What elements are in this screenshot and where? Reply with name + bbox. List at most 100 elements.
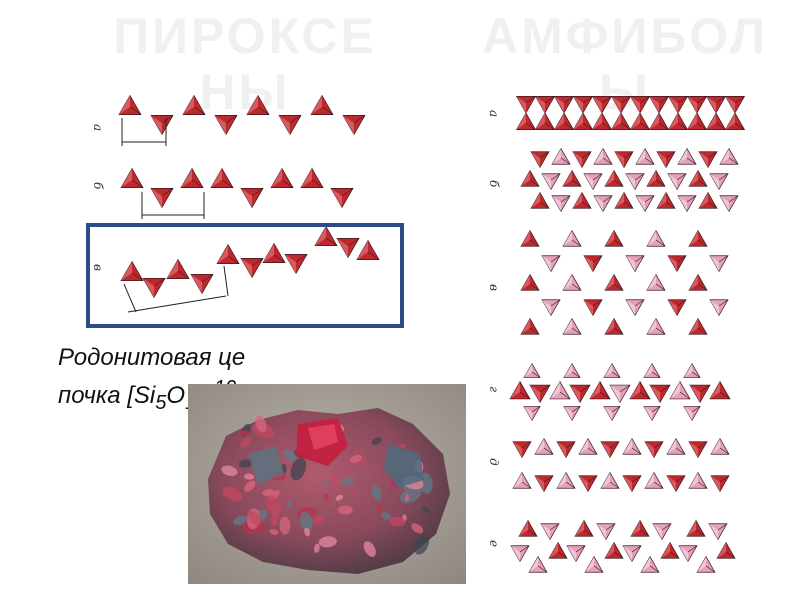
- tetrahedron: [214, 114, 238, 136]
- tetrahedron: [593, 195, 613, 213]
- tetrahedron: [600, 441, 620, 459]
- tetrahedron: [667, 255, 687, 273]
- tetrahedron: [709, 299, 729, 317]
- tetrahedron: [512, 441, 532, 459]
- tetrahedron: [648, 112, 670, 130]
- tetrahedron: [583, 255, 603, 273]
- tetrahedron: [520, 273, 540, 291]
- tetrahedron: [270, 167, 294, 189]
- tetrahedron: [578, 475, 598, 493]
- pyroxene-label-a: а: [91, 124, 105, 131]
- tetrahedron: [709, 173, 729, 191]
- pyroxenes-heading: ПИРОКСЕНЫ: [113, 8, 377, 120]
- tetrahedron: [262, 242, 286, 264]
- tetrahedron: [622, 545, 642, 563]
- tetrahedron: [563, 362, 581, 378]
- pyroxene-chain-b: [120, 167, 354, 219]
- tetrahedron: [246, 94, 270, 116]
- tetrahedron: [688, 169, 708, 187]
- tetrahedron: [688, 441, 708, 459]
- tetrahedron: [686, 96, 708, 114]
- tetrahedron: [667, 173, 687, 191]
- amphibole-label-e: д: [487, 458, 501, 466]
- tetrahedron: [572, 151, 592, 169]
- amphibole-ribbon-a: [515, 96, 746, 130]
- tetrahedron: [698, 191, 718, 209]
- tetrahedron: [515, 96, 537, 114]
- amphibole-label-c: в: [487, 284, 501, 291]
- tetrahedron: [518, 519, 538, 537]
- tetrahedron: [646, 169, 666, 187]
- amphibole-label-a: а: [487, 110, 501, 117]
- tetrahedron: [530, 191, 550, 209]
- tetrahedron: [603, 406, 621, 422]
- tetrahedron: [589, 380, 611, 400]
- tetrahedron: [708, 523, 728, 541]
- tetrahedron: [667, 96, 689, 114]
- tetrahedron: [646, 317, 666, 335]
- tetrahedron: [710, 475, 730, 493]
- tetrahedron: [604, 273, 624, 291]
- tetrahedron: [643, 406, 661, 422]
- tetrahedron: [356, 239, 380, 261]
- tetrahedron: [640, 555, 660, 573]
- tetrahedron: [523, 362, 541, 378]
- tetrahedron: [604, 229, 624, 247]
- tetrahedron: [534, 437, 554, 455]
- tetrahedron: [698, 151, 718, 169]
- tetrahedron: [563, 406, 581, 422]
- tetrahedron: [572, 112, 594, 130]
- pyroxene-label-c: в: [91, 264, 105, 271]
- tetrahedron: [534, 96, 556, 114]
- tetrahedron: [625, 255, 645, 273]
- tetrahedron: [686, 112, 708, 130]
- tetrahedron: [656, 191, 676, 209]
- tetrahedron: [600, 471, 620, 489]
- tetrahedron: [534, 475, 554, 493]
- tetrahedron: [646, 229, 666, 247]
- tetrahedron: [629, 112, 651, 130]
- pyroxene-label-b: б: [91, 182, 105, 190]
- amphibole-ribbon-e: [512, 437, 730, 493]
- tetrahedron: [520, 169, 540, 187]
- tetrahedron: [578, 437, 598, 455]
- tetrahedron: [688, 273, 708, 291]
- amphibole-ribbon-c: [520, 229, 729, 335]
- tetrahedron: [696, 555, 716, 573]
- tetrahedron: [648, 96, 670, 114]
- tetrahedron: [716, 541, 736, 559]
- tetrahedron: [553, 112, 575, 130]
- tetrahedron: [190, 273, 214, 295]
- tetrahedron: [625, 173, 645, 191]
- tetrahedron: [572, 191, 592, 209]
- tetrahedron: [562, 229, 582, 247]
- tetrahedron: [635, 147, 655, 165]
- tetrahedron: [666, 475, 686, 493]
- pyroxene-chain-c: [120, 225, 380, 313]
- pyroxene-chain-a: [118, 94, 366, 146]
- caption-name: Родонитовая цепочка: [58, 344, 246, 409]
- tetrahedron: [719, 147, 739, 165]
- tetrahedron: [551, 147, 571, 165]
- tetrahedron: [683, 362, 701, 378]
- tetrahedron: [705, 96, 727, 114]
- formula-oxygen: O: [166, 382, 186, 409]
- tetrahedron: [540, 523, 560, 541]
- tetrahedron: [643, 362, 661, 378]
- tetrahedron: [562, 273, 582, 291]
- tetrahedron: [669, 380, 691, 400]
- tetrahedron: [300, 167, 324, 189]
- amphibole-label-f: е: [487, 540, 501, 547]
- tetrahedron: [562, 169, 582, 187]
- amphibole-ribbon-b: [520, 147, 739, 213]
- amphibole-ribbon-d: [509, 362, 731, 422]
- tetrahedron: [705, 112, 727, 130]
- tetrahedron: [629, 380, 651, 400]
- tetrahedron: [644, 471, 664, 489]
- tetrahedron: [610, 96, 632, 114]
- tetrahedron: [677, 195, 697, 213]
- rhodonite-specimen-photo: [188, 384, 466, 584]
- tetrahedron: [240, 257, 264, 279]
- tetrahedron: [604, 317, 624, 335]
- tetrahedron: [591, 96, 613, 114]
